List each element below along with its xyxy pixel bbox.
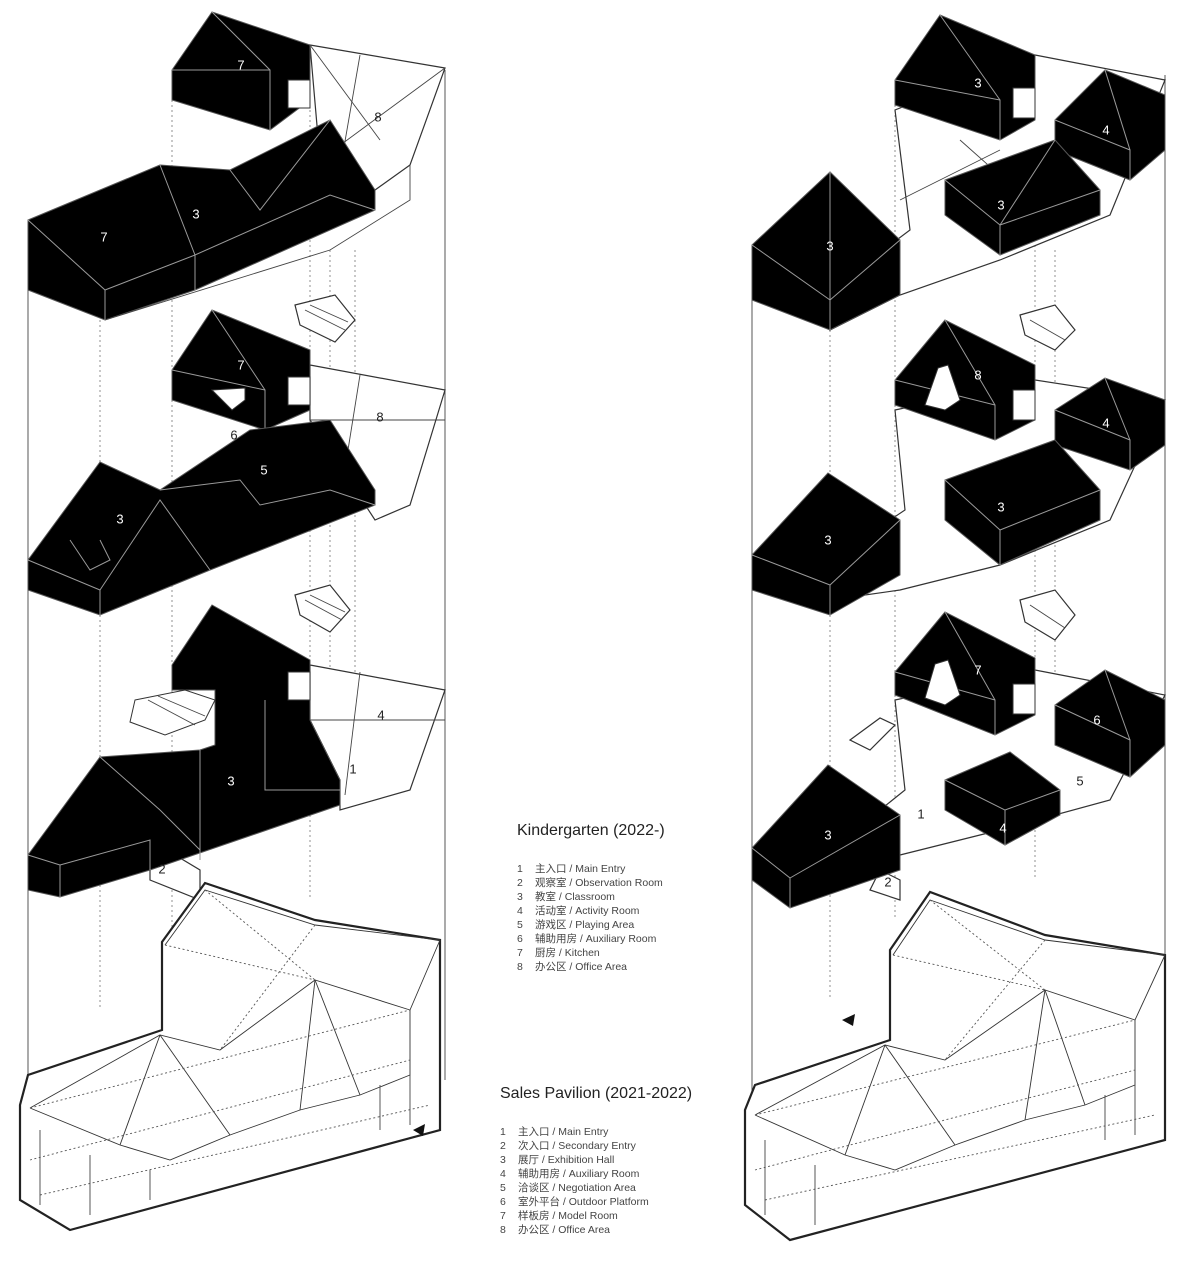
right-middle-label-4: 4 (1102, 415, 1109, 430)
left-ground-floor: 4 3 1 2 (27, 604, 446, 901)
left-stairs-upper (294, 294, 356, 343)
left-middle-stair (210, 387, 246, 411)
right-ground-label-2: 2 (884, 874, 891, 889)
right-top-floor: 3 4 3 3 (751, 14, 1166, 331)
left-middle-label-8: 8 (376, 409, 383, 424)
right-ground-label-5: 5 (1076, 773, 1083, 788)
right-ground-stair (924, 659, 961, 706)
left-pavilion-roof (18, 881, 442, 1232)
left-top-stair-core (287, 79, 311, 109)
left-top-label-7b: 7 (100, 229, 107, 244)
left-middle-room-wing (27, 419, 376, 616)
right-top-label-3c: 3 (826, 238, 833, 253)
left-top-floor: 7 8 7 3 (27, 11, 446, 321)
left-top-label-8: 8 (374, 109, 381, 124)
right-middle-stair (924, 364, 961, 411)
right-pavilion-outline (743, 890, 1167, 1242)
right-ground-label-3: 3 (824, 827, 831, 842)
left-ground-stair (129, 689, 216, 736)
right-stairs-lower (848, 589, 1076, 751)
left-ground-label-3: 3 (227, 773, 234, 788)
left-top-label-7a: 7 (237, 57, 244, 72)
left-middle-office (309, 364, 446, 521)
left-middle-label-7: 7 (237, 357, 244, 372)
left-ground-room-mass (27, 604, 341, 898)
right-top-label-3a: 3 (974, 75, 981, 90)
left-top-room-wing (27, 119, 376, 321)
left-entry-arrow (413, 1124, 425, 1136)
right-stairs-upper (1019, 304, 1076, 351)
sales-pavilion-legend-title: Sales Pavilion (2021-2022) (500, 1085, 693, 1102)
right-top-label-3b: 3 (997, 197, 1004, 212)
left-middle-label-5: 5 (260, 462, 267, 477)
right-ground-label-6: 6 (1093, 712, 1100, 727)
right-middle-label-3b: 3 (824, 532, 831, 547)
right-top-label-4: 4 (1102, 122, 1109, 137)
kindergarten-legend-title: Kindergarten (2022-) (517, 822, 665, 839)
left-middle-floor: 7 8 6 5 3 (27, 309, 446, 616)
right-ground-label-7: 7 (974, 662, 981, 677)
left-middle-label-6: 6 (230, 427, 237, 442)
right-pavilion-roof (743, 890, 1167, 1242)
left-pavilion-outline (18, 881, 442, 1232)
left-ground-label-2: 2 (158, 861, 165, 876)
right-middle-floor: 8 4 3 3 (751, 319, 1166, 616)
right-ground-floor: 7 6 3 1 4 5 2 (751, 611, 1166, 909)
right-ground-label-1: 1 (917, 806, 924, 821)
left-ground-label-1: 1 (349, 761, 356, 776)
right-entry-arrow (842, 1014, 855, 1026)
right-middle-label-3a: 3 (997, 499, 1004, 514)
right-axonometric: 3 4 3 3 8 4 3 (743, 14, 1167, 1242)
left-middle-label-3: 3 (116, 511, 123, 526)
left-axonometric: 7 8 7 3 7 8 6 (18, 11, 446, 1232)
right-middle-label-8: 8 (974, 367, 981, 382)
left-top-label-3: 3 (192, 206, 199, 221)
left-stairs-lower (294, 584, 351, 633)
right-ground-label-4: 4 (999, 820, 1006, 835)
left-ground-label-4: 4 (377, 707, 384, 722)
